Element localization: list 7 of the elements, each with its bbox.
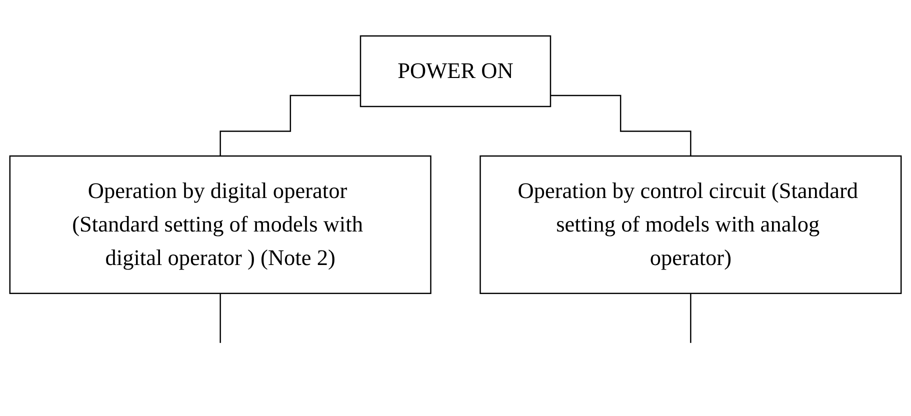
connector: [690, 292, 692, 344]
connector: [550, 94, 692, 157]
connector: [220, 94, 360, 157]
node-box: POWER ON: [360, 35, 552, 108]
node-box: Operation by digital operator (Standard setting of models with digital operator ) (Note 2): [9, 155, 432, 294]
connector: [220, 292, 221, 344]
node-box: Operation by control circuit (Standard setting of models with analog operator): [480, 155, 902, 294]
